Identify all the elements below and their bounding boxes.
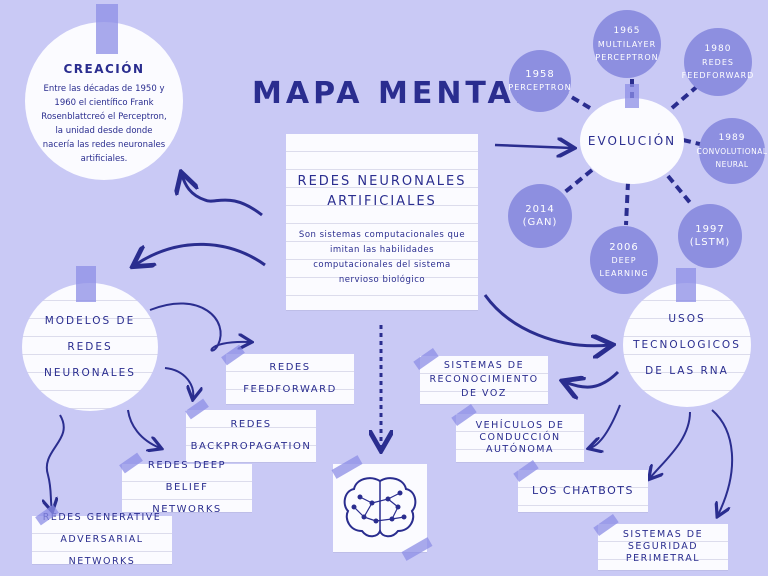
usos-item-label: VEHÍCULOS DE CONDUCCIÓN AUTÓNOMA bbox=[475, 420, 565, 455]
node-year: 1958 bbox=[525, 69, 555, 80]
arrow-to-seguridad bbox=[711, 409, 734, 515]
modelos-item-generative: REDES GENERATIVE ADVERSARIAL NETWORKS bbox=[32, 512, 172, 567]
usos-item-seguridad: SISTEMAS DE SEGURIDAD PERIMETRAL bbox=[598, 524, 728, 570]
node-year: 1989 bbox=[718, 132, 746, 143]
node-year: 2014 bbox=[525, 204, 555, 215]
usos-item-label: SISTEMAS DE SEGURIDAD PERIMETRAL bbox=[622, 529, 704, 564]
evolucion-node-1980: 1980 REDES FEEDFORWARD bbox=[682, 28, 753, 96]
node-label: PERCEPTRON bbox=[508, 83, 572, 92]
brain-network-icon bbox=[343, 477, 417, 538]
creacion-text: Entre las décadas de 1950 y 1960 el cien… bbox=[41, 84, 167, 164]
node-year: 1965 bbox=[613, 25, 641, 36]
tape bbox=[625, 84, 639, 108]
usos-item-label: SISTEMAS DE RECONOCIMIENTO DE VOZ bbox=[429, 360, 539, 399]
usos-item-chatbots: LOS CHATBOTS bbox=[518, 470, 648, 512]
arrow-to-evolucion bbox=[494, 145, 572, 148]
modelos-item-label: REDES DEEP BELIEF NETWORKS bbox=[147, 460, 227, 515]
evolucion-node-1965: 1965 MULTILAYER PERCEPTRON bbox=[593, 10, 661, 78]
node-year: 1980 bbox=[704, 43, 732, 54]
arrow-to-vehiculos bbox=[590, 404, 621, 448]
modelos-item-label: REDES FEEDFORWARD bbox=[243, 362, 337, 395]
central-description: Son sistemas computacionales que imitan … bbox=[298, 230, 466, 285]
modelos-item-backprop: REDES BACKPROPAGATION bbox=[186, 410, 316, 462]
tape bbox=[676, 268, 696, 302]
tape bbox=[96, 4, 118, 54]
modelos-item-feedforward: REDES FEEDFORWARD bbox=[226, 354, 354, 404]
usos-circle: USOS TECNOLOGICOS DE LAS RNA bbox=[623, 283, 751, 407]
usos-title: USOS TECNOLOGICOS DE LAS RNA bbox=[633, 313, 741, 377]
node-year: 2006 bbox=[609, 241, 639, 253]
evolucion-circle: EVOLUCIÓN bbox=[580, 98, 684, 184]
evolucion-title: EVOLUCIÓN bbox=[587, 134, 677, 148]
node-label: MULTILAYER PERCEPTRON bbox=[595, 39, 659, 62]
evolucion-node-1997: 1997 (LSTM) bbox=[678, 204, 742, 268]
arrow-to-generative bbox=[47, 414, 65, 510]
modelos-item-label: REDES BACKPROPAGATION bbox=[190, 419, 312, 452]
brain-card bbox=[333, 464, 427, 552]
modelos-item-deepbelief: REDES DEEP BELIEF NETWORKS bbox=[122, 460, 252, 515]
evolucion-node-2014: 2014 (GAN) bbox=[508, 184, 572, 248]
arrow-to-usos bbox=[483, 294, 610, 346]
creacion-title: CREACIÓN bbox=[63, 62, 145, 76]
node-label: (GAN) bbox=[522, 217, 558, 228]
arrow-to-modelos bbox=[135, 242, 266, 265]
tape bbox=[76, 266, 96, 302]
arrow-to-deepbelief bbox=[127, 409, 160, 448]
node-label: CONVOLUTIONAL NEURAL bbox=[696, 146, 768, 169]
modelos-circle: MODELOS DE REDES NEURONALES bbox=[22, 283, 158, 411]
node-year: 1997 bbox=[695, 224, 725, 235]
central-card: REDES NEURONALES ARTIFICIALES Son sistem… bbox=[286, 134, 478, 310]
node-label: DEEP LEARNING bbox=[599, 255, 649, 278]
node-label: REDES FEEDFORWARD bbox=[681, 57, 755, 80]
usos-item-voz: SISTEMAS DE RECONOCIMIENTO DE VOZ bbox=[420, 356, 548, 404]
arrow-to-creacion bbox=[182, 175, 263, 217]
arrow-to-chatbots bbox=[650, 411, 691, 478]
arrow-to-backprop bbox=[164, 367, 193, 398]
evolucion-node-2006: 2006 DEEP LEARNING bbox=[590, 226, 658, 294]
usos-item-label: LOS CHATBOTS bbox=[532, 484, 634, 497]
modelos-title: MODELOS DE REDES NEURONALES bbox=[44, 315, 136, 379]
usos-item-vehiculos: VEHÍCULOS DE CONDUCCIÓN AUTÓNOMA bbox=[456, 414, 584, 462]
node-label: (LSTM) bbox=[689, 237, 731, 248]
evolucion-node-1989: 1989 CONVOLUTIONAL NEURAL bbox=[696, 118, 768, 184]
page-title: MAPA MENTAL bbox=[252, 76, 538, 111]
arrow-to-voz bbox=[565, 370, 620, 387]
evolucion-node-1958: 1958 PERCEPTRON bbox=[508, 50, 572, 112]
central-title: REDES NEURONALES ARTIFICIALES bbox=[297, 174, 467, 209]
arrow-to-feedforward bbox=[149, 302, 250, 352]
modelos-item-label: REDES GENERATIVE ADVERSARIAL NETWORKS bbox=[42, 512, 162, 567]
